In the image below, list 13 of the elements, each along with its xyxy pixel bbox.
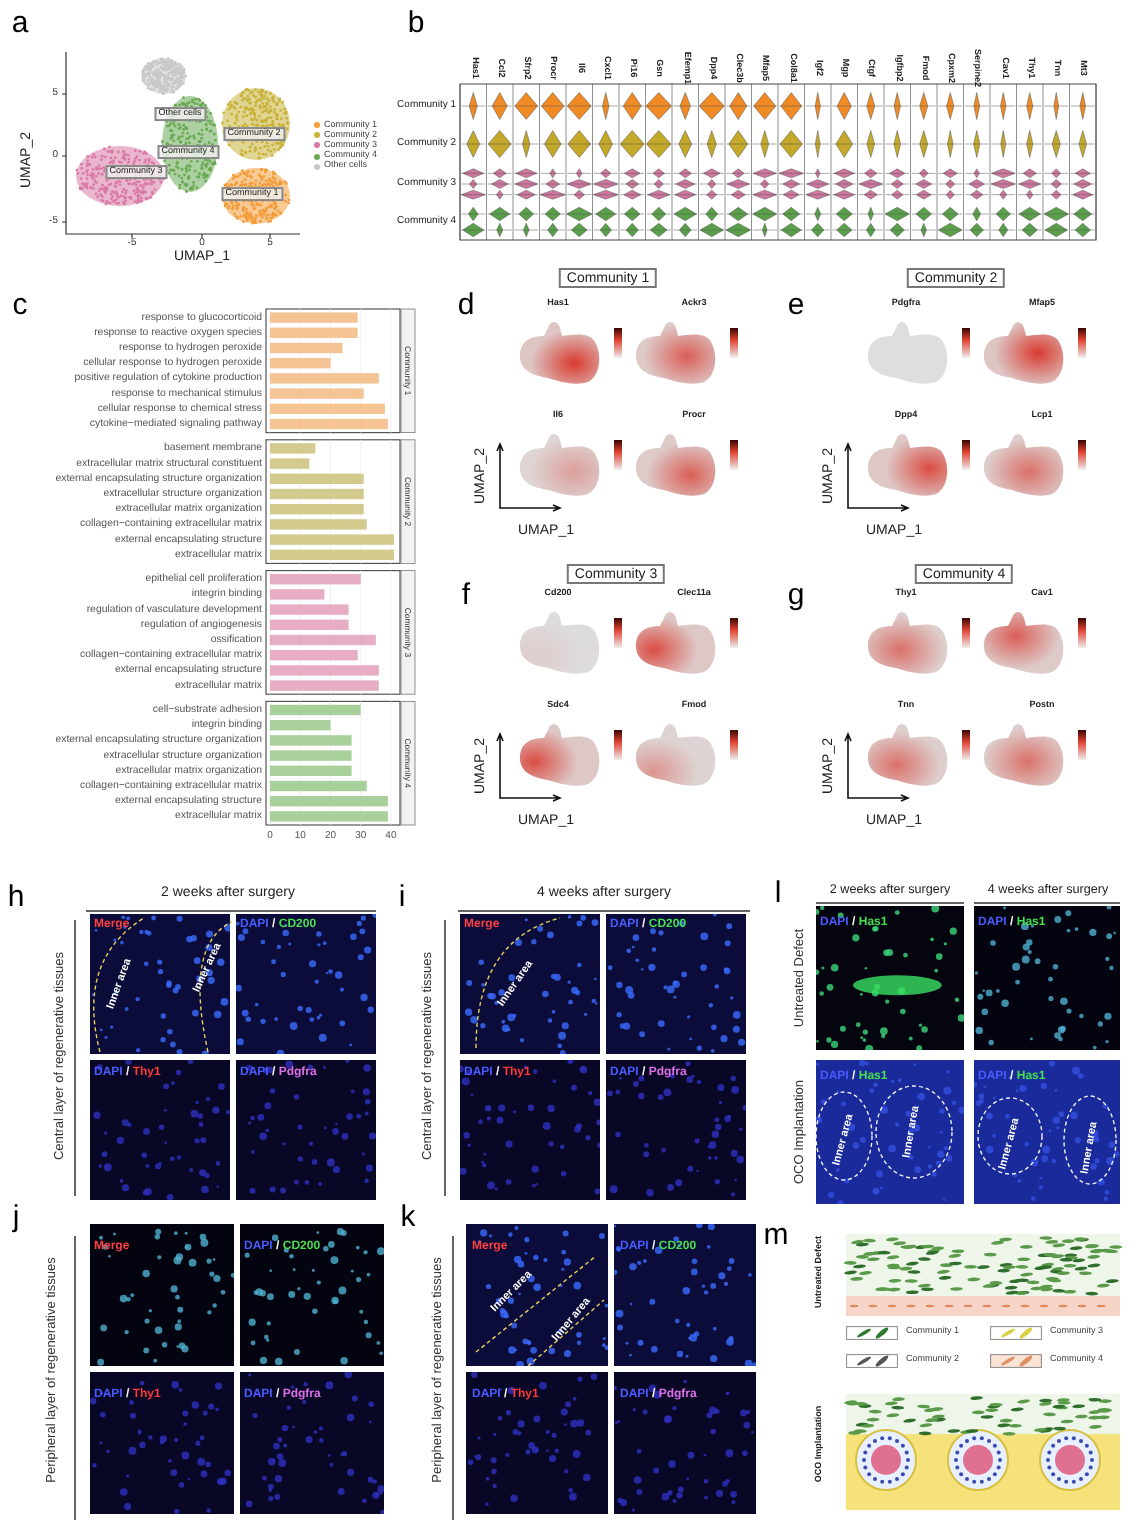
panel-letter: i	[398, 881, 406, 915]
panel-letter: g	[787, 579, 805, 613]
panel-letter: e	[787, 289, 805, 323]
panel-letter: d	[457, 289, 475, 323]
panel-letter: m	[763, 1219, 789, 1253]
panel-letter: h	[7, 881, 25, 915]
panel-letter: b	[407, 7, 425, 41]
panel-letter: l	[774, 877, 782, 911]
panel-letter: f	[461, 579, 471, 613]
panel-letter: k	[400, 1201, 416, 1235]
panel-letter: j	[12, 1201, 20, 1235]
panel-letter: a	[11, 7, 29, 41]
panel-letter: c	[12, 289, 28, 323]
